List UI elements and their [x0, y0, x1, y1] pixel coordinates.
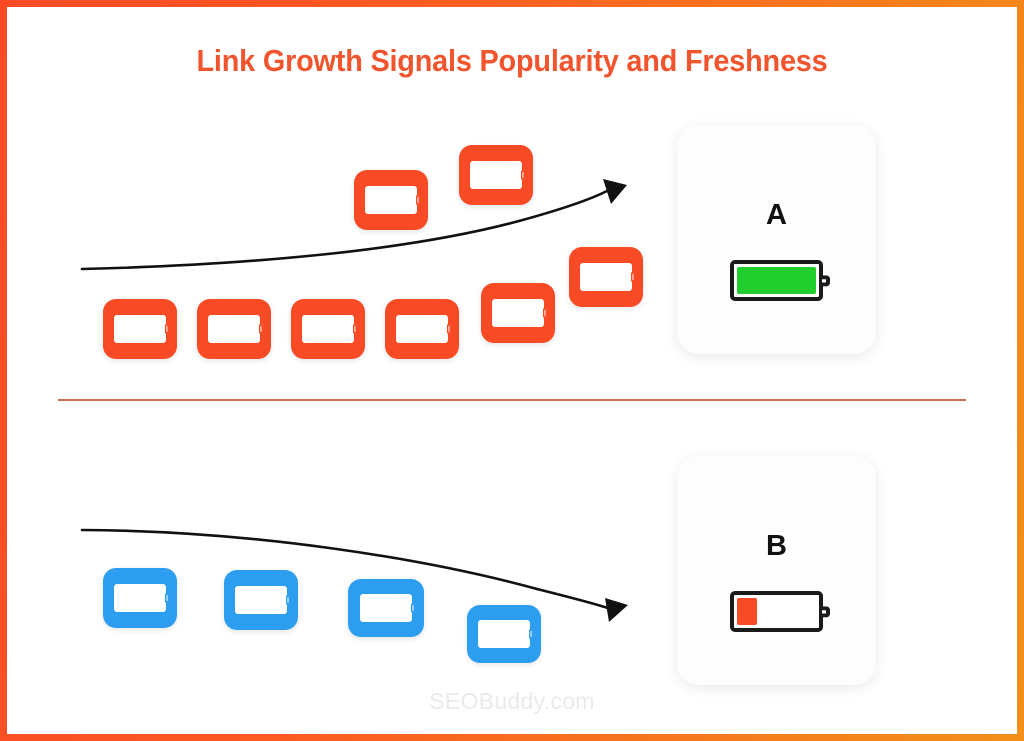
- link-tile-red-5: [354, 170, 428, 230]
- battery-icon: [360, 594, 412, 622]
- link-tile-blue-4: [467, 605, 541, 663]
- battery-icon: [208, 315, 260, 343]
- battery-icon: [492, 299, 544, 327]
- link-tile-blue-3: [348, 579, 424, 637]
- link-tile-red-1: [103, 299, 177, 359]
- battery-icon: [365, 186, 417, 214]
- link-tile-red-2: [197, 299, 271, 359]
- result-card-a[interactable]: A: [677, 125, 876, 354]
- battery-icon: [114, 315, 166, 343]
- link-tile-red-3: [291, 299, 365, 359]
- battery-icon: [478, 620, 530, 648]
- result-card-b-label: B: [766, 530, 787, 562]
- battery-icon: [114, 584, 166, 612]
- battery-a-fill: [737, 267, 816, 294]
- infographic-canvas: Link Growth Signals Popularity and Fresh…: [7, 7, 1017, 734]
- battery-icon: [396, 315, 448, 343]
- link-tile-blue-2: [224, 570, 298, 630]
- page-title: Link Growth Signals Popularity and Fresh…: [196, 43, 828, 78]
- battery-full-icon: [730, 260, 823, 301]
- battery-icon: [235, 586, 287, 614]
- result-card-a-label: A: [766, 199, 787, 231]
- battery-icon: [302, 315, 354, 343]
- link-tile-red-4: [385, 299, 459, 359]
- link-tile-blue-1: [103, 568, 177, 628]
- battery-b-fill: [737, 598, 758, 625]
- watermark: SEOBuddy.com: [429, 688, 595, 714]
- link-tile-red-8: [569, 247, 643, 307]
- result-card-b[interactable]: B: [677, 456, 876, 685]
- link-tile-red-7: [481, 283, 555, 343]
- section-divider: [58, 399, 966, 401]
- battery-icon: [470, 161, 522, 189]
- link-tile-red-6: [459, 145, 533, 205]
- battery-icon: [580, 263, 632, 291]
- battery-low-icon: [730, 591, 823, 632]
